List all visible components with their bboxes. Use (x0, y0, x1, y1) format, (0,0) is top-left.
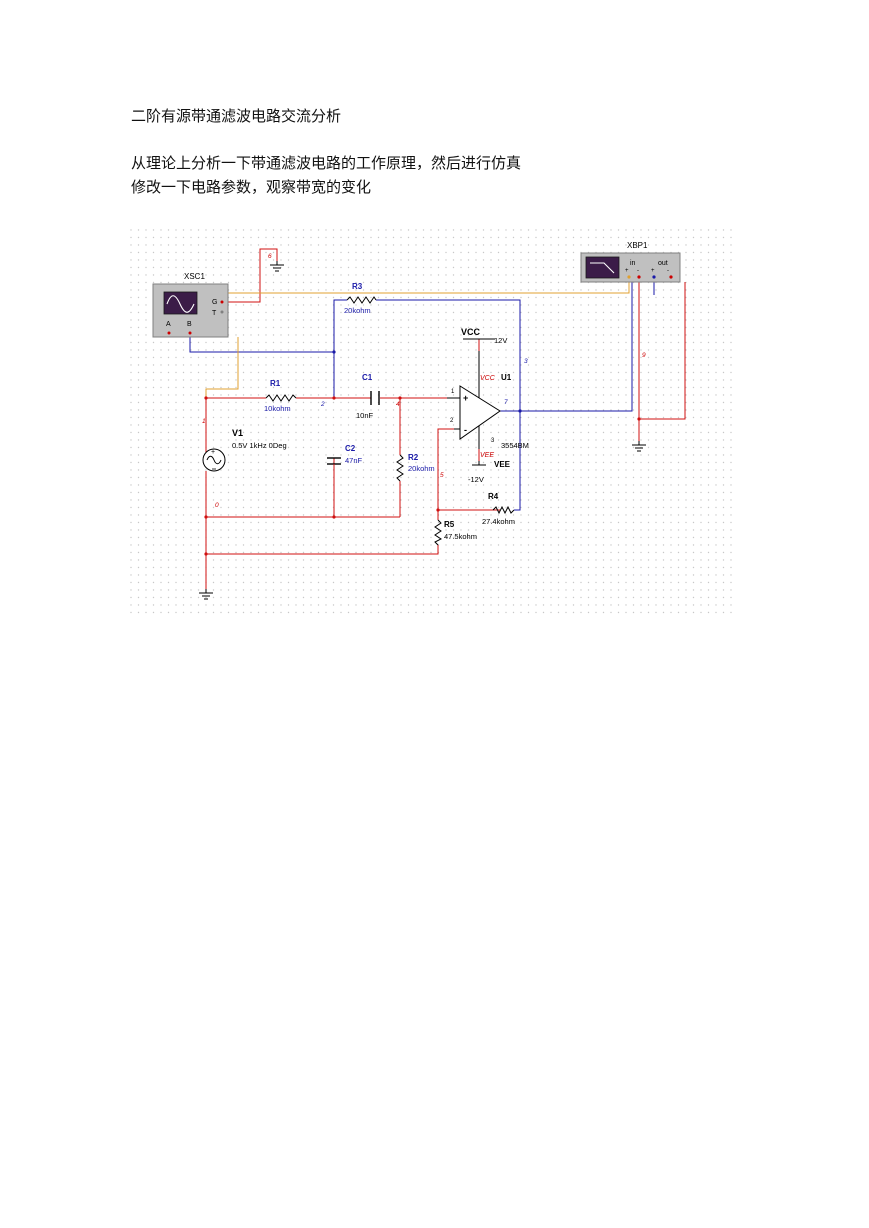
opamp-pin1: 1 (451, 389, 455, 395)
opamp-minus-sign: - (464, 425, 467, 435)
junction-dots-blue (332, 350, 522, 413)
resistor-r5[interactable] (434, 519, 442, 546)
vee-voltage: -12V (468, 475, 484, 484)
node-label: 5 (440, 472, 444, 479)
xbp1-out-minus: - (667, 268, 669, 274)
node-label: 3 (524, 358, 528, 365)
node-label: 0 (215, 502, 219, 509)
r4-value: 27.4kohm (482, 517, 515, 526)
opamp-model: 3554BM (501, 441, 529, 450)
xbp1-label: XBP1 (627, 241, 648, 250)
opamp-u1[interactable] (447, 351, 501, 449)
paragraph-line-1: 从理论上分析一下带通滤波电路的工作原理，然后进行仿真 (131, 154, 522, 172)
xsc1-terminal-b: B (187, 321, 192, 328)
vee-label: VEE (494, 460, 511, 469)
r4-ref: R4 (488, 492, 499, 501)
c1-value: 10nF (356, 411, 374, 420)
opamp-plus-sign: + (463, 393, 468, 403)
resistor-r2[interactable] (396, 454, 404, 482)
r5-ref: R5 (444, 520, 455, 529)
xbp1-in-minus: - (637, 268, 639, 274)
xsc1-terminal-g: G (212, 299, 217, 306)
ground-symbol (270, 261, 284, 272)
bode-plotter-xbp1[interactable] (580, 252, 681, 283)
opamp-vcc-pin: VCC (480, 375, 496, 382)
c1-ref: C1 (362, 373, 373, 382)
node-label: 6 (268, 253, 272, 260)
opamp-pin3: 3 (491, 438, 495, 444)
vcc-label: VCC (461, 327, 481, 337)
ground-symbol (632, 441, 646, 452)
resistor-r4[interactable] (492, 505, 515, 515)
node-label: 7 (504, 399, 508, 406)
wires-blue (189, 282, 655, 511)
node-label: 2 (320, 401, 325, 408)
paragraph-line-2: 修改一下电路参数，观察带宽的变化 (131, 178, 372, 196)
node-label: 4 (396, 401, 400, 408)
voltage-source-v1[interactable]: + (202, 448, 226, 472)
wires-orange (205, 282, 630, 398)
oscilloscope-xsc1[interactable] (152, 283, 229, 338)
v1-ref: V1 (232, 428, 243, 438)
resistor-r3[interactable] (346, 296, 377, 304)
v1-value: 0.5V 1kHz 0Deg (232, 441, 287, 450)
xbp1-terminal-out: out (658, 260, 668, 267)
xbp1-in-plus: + (625, 268, 629, 274)
svg-text:+: + (211, 449, 215, 456)
r3-value: 20kohm (344, 306, 371, 315)
ground-symbol (199, 589, 213, 600)
r2-value: 20kohm (408, 464, 435, 473)
opamp-ref: U1 (501, 373, 512, 382)
c2-ref: C2 (345, 444, 356, 453)
capacitor-c1[interactable] (370, 391, 380, 405)
r5-value: 47.5kohm (444, 532, 477, 541)
xsc1-terminal-t: T (212, 310, 217, 317)
node-label: 9 (642, 352, 646, 359)
vcc-voltage: 12V (494, 336, 507, 345)
xbp1-terminal-in: in (630, 260, 636, 267)
document-title: 二阶有源带通滤波电路交流分析 (131, 107, 342, 125)
r1-ref: R1 (270, 379, 281, 388)
xbp1-out-plus: + (651, 268, 655, 274)
opamp-vee-pin: VEE (480, 452, 494, 459)
c2-value: 47nF (345, 456, 363, 465)
circuit-schematic: XSC1 G T A B XBP1 in out + - + - (130, 229, 734, 616)
r3-ref: R3 (352, 282, 363, 291)
vee-ground-symbol (472, 461, 486, 466)
xsc1-label: XSC1 (184, 272, 205, 281)
opamp-pin2: 2 (450, 418, 454, 424)
r1-value: 10kohm (264, 404, 291, 413)
resistor-r1[interactable] (265, 394, 297, 402)
r2-ref: R2 (408, 453, 419, 462)
node-label: 1 (202, 418, 206, 425)
xsc1-terminal-a: A (166, 321, 171, 328)
